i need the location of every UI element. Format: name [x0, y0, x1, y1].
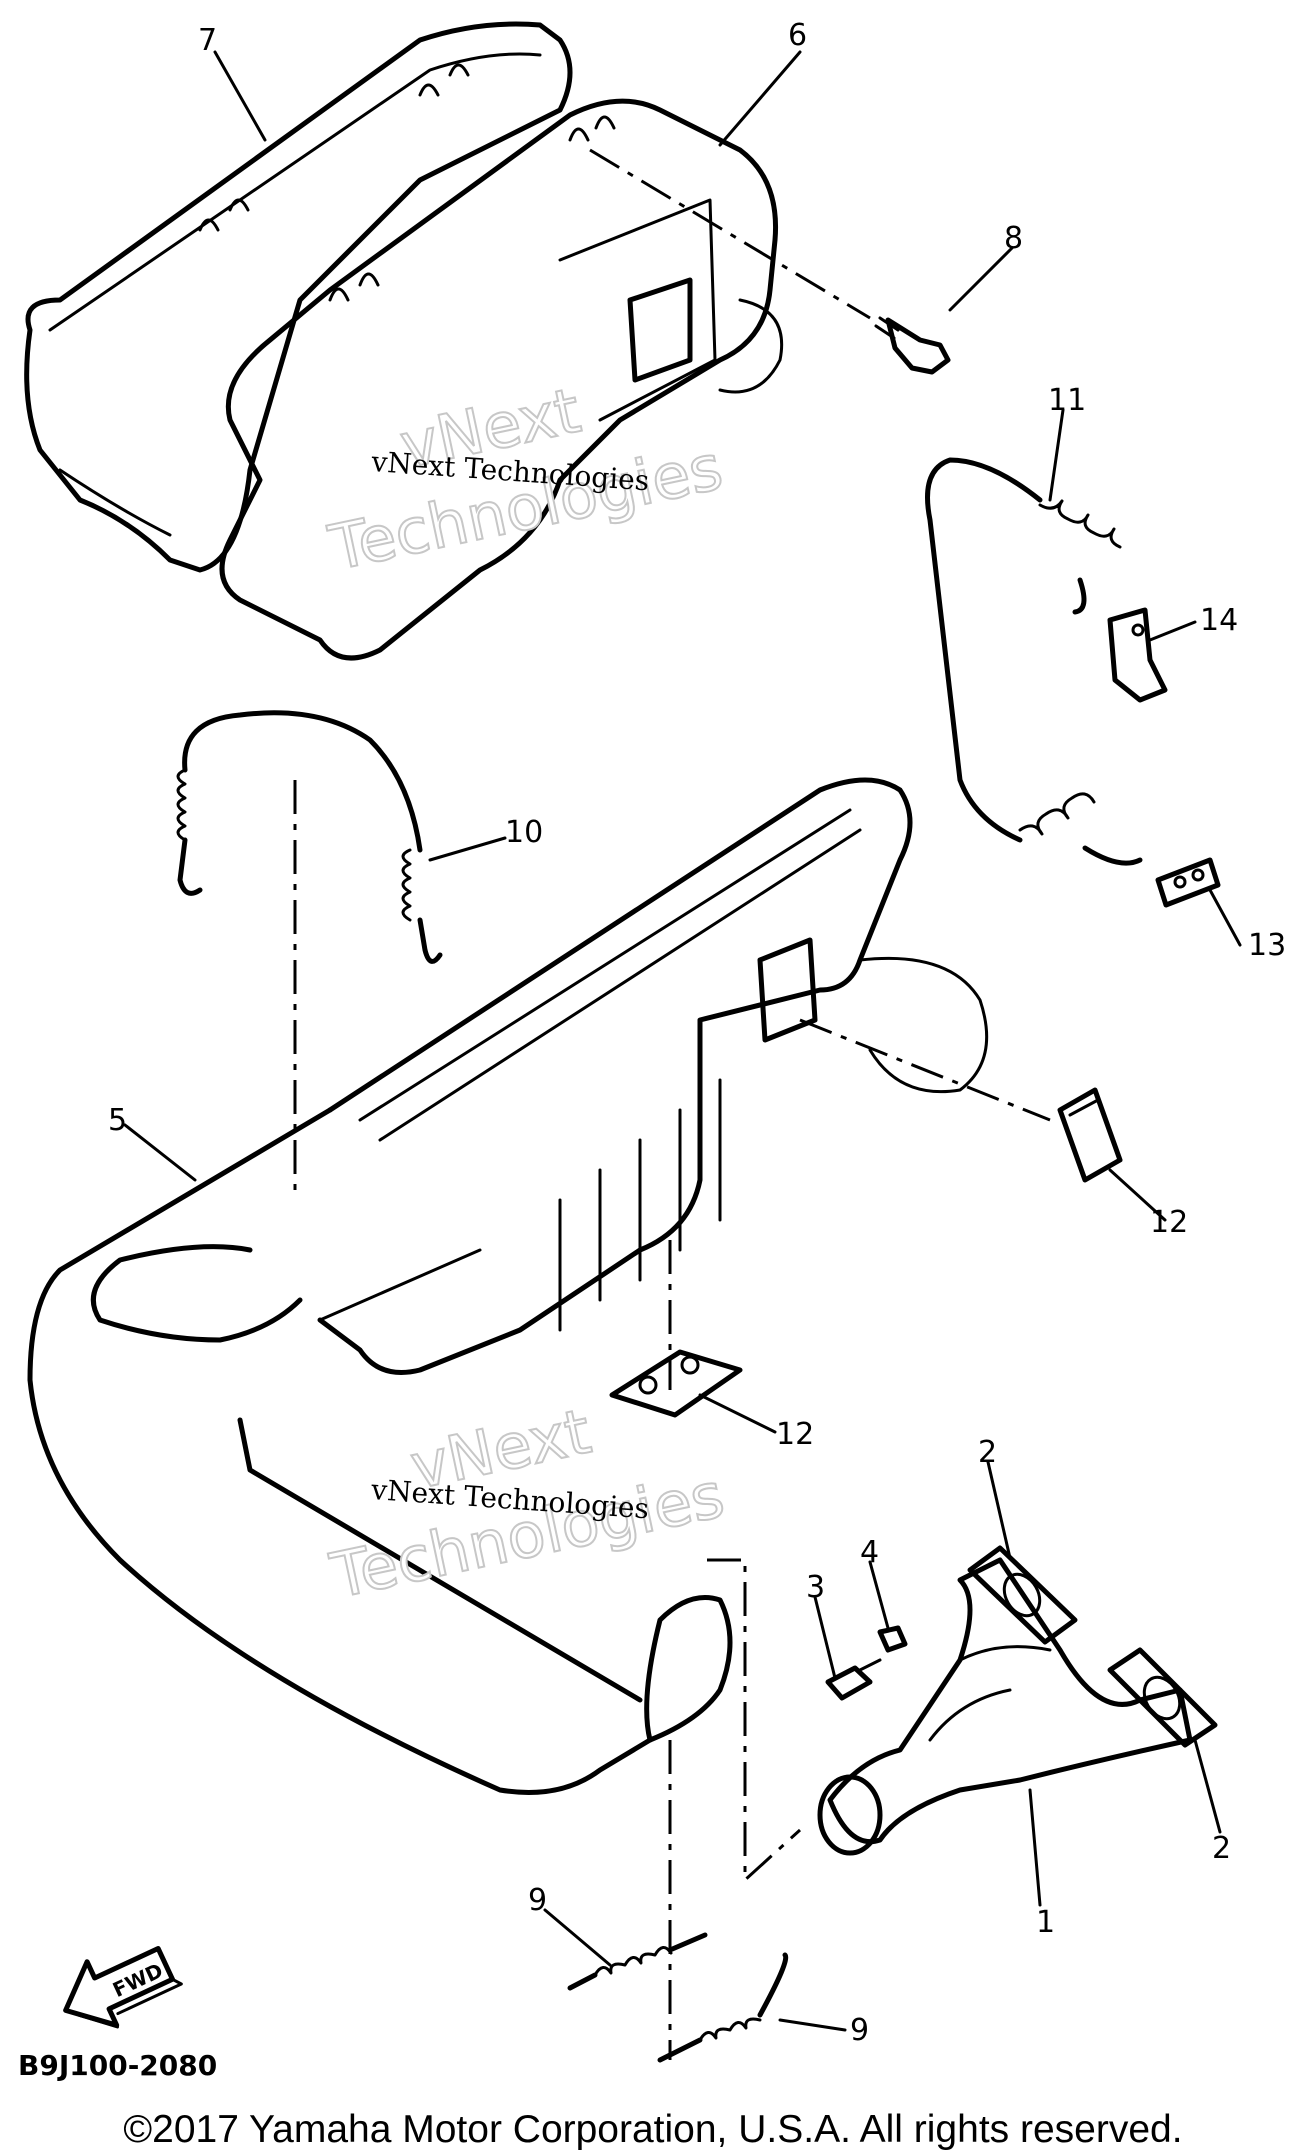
- part-14-bracket: [1107, 607, 1168, 703]
- callout-6: 6: [788, 18, 807, 53]
- callout-7: 7: [198, 23, 217, 58]
- part-11-spring: [925, 457, 1143, 866]
- callout-10: 10: [505, 815, 543, 850]
- callout-5: 5: [108, 1103, 127, 1138]
- callout-9-upper: 9: [528, 1883, 547, 1918]
- part-3-bolt: [825, 1658, 882, 1701]
- callout-12-bottom: 12: [776, 1417, 814, 1452]
- copyright-notice: ©2017 Yamaha Motor Corporation, U.S.A. A…: [123, 2108, 1183, 2151]
- part-12-pad-right: [1057, 1087, 1123, 1183]
- forward-arrow-icon: FWD: [63, 1945, 183, 2029]
- part-7-cover: [24, 21, 573, 573]
- part-6-muffler-cover: [219, 98, 784, 661]
- callout-4: 4: [860, 1535, 879, 1570]
- diagram-code: B9J100-2080: [18, 2049, 217, 2082]
- part-13-damper: [1155, 857, 1221, 908]
- part-9-spring-lower: [657, 1952, 789, 2063]
- part-12-pad-bottom: [609, 1349, 743, 1418]
- callout-13: 13: [1248, 928, 1286, 963]
- part-4-nut: [877, 1625, 908, 1653]
- part-10-spring: [176, 710, 443, 1190]
- part-8-bolt: [874, 316, 951, 375]
- part-5-muffler: [27, 777, 1051, 1795]
- callout-11: 11: [1048, 383, 1086, 418]
- leader-dashed-6-8: [589, 148, 871, 320]
- part-2-gasket-upper: [967, 1545, 1078, 1645]
- leader-dashed-pipe: [707, 1558, 802, 1884]
- callout-8: 8: [1004, 221, 1023, 256]
- callout-12-right: 12: [1150, 1205, 1188, 1240]
- callout-14: 14: [1200, 603, 1238, 638]
- callout-2-lower: 2: [1212, 1831, 1231, 1866]
- callout-1: 1: [1036, 1905, 1055, 1940]
- callout-numbers: 7 6 8 11 14 13 10 5 12 12 2 2 4 3 1 9 9: [108, 18, 1286, 2048]
- leader-lines: [123, 50, 1242, 2032]
- callout-2-upper: 2: [978, 1435, 997, 1470]
- watermark-lower-line1: vNext: [404, 1394, 596, 1503]
- callout-9-lower: 9: [850, 2013, 869, 2048]
- part-9-spring-upper: [567, 1932, 708, 1991]
- callout-3: 3: [806, 1570, 825, 1605]
- part-2-gasket-lower: [1107, 1647, 1218, 1748]
